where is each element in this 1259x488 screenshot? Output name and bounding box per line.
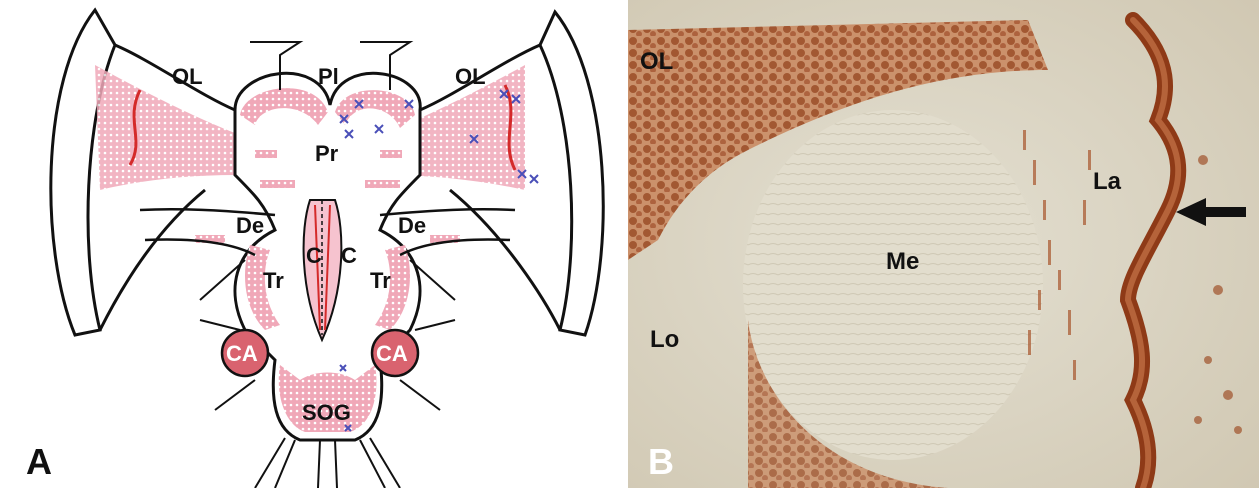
label-pl: Pl — [318, 66, 339, 88]
label-ol-left: OL — [172, 66, 203, 88]
panel-letter-a: A — [26, 444, 52, 480]
panel-a-brain-diagram: OL Pl OL Pr De De C C Tr Tr CA CA SOG A — [0, 0, 622, 488]
tissue-micrograph — [628, 0, 1259, 488]
label-me: Me — [886, 250, 919, 274]
label-sog: SOG — [302, 402, 351, 424]
label-ca-right: CA — [376, 343, 408, 365]
label-tr-left: Tr — [263, 270, 284, 292]
label-de-left: De — [236, 215, 264, 237]
label-pr: Pr — [315, 143, 338, 165]
label-ca-left: CA — [226, 343, 258, 365]
label-ol: OL — [640, 50, 673, 74]
panel-b-micrograph: OL La Me Lo B — [628, 0, 1259, 488]
label-c-right: C — [341, 245, 357, 267]
label-ol-right: OL — [455, 66, 486, 88]
label-tr-right: Tr — [370, 270, 391, 292]
label-c-left: C — [306, 245, 322, 267]
panel-letter-b: B — [648, 444, 674, 480]
label-lo: Lo — [650, 328, 679, 352]
medulla-region — [743, 110, 1043, 460]
label-la: La — [1093, 170, 1121, 194]
label-de-right: De — [398, 215, 426, 237]
